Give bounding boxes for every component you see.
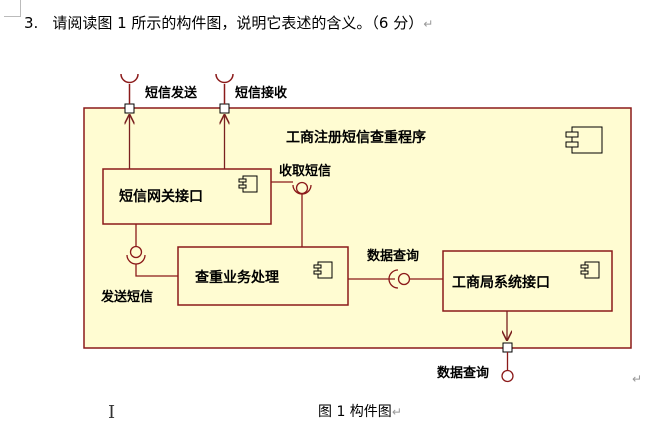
label-send-sms-top: 短信发送 [145, 86, 198, 101]
ball-send-sms [129, 245, 143, 259]
socket-data-query-mid [388, 269, 399, 289]
socket-send-top [120, 73, 139, 84]
figure-caption: 图 1 构件图↵ [318, 401, 402, 421]
ball-data-query-mid [397, 272, 411, 286]
text-cursor: I [108, 402, 116, 423]
return-mark: ↵ [423, 17, 434, 31]
label-fetch-sms: 收取短信 [279, 164, 332, 179]
business-component-icon [313, 261, 333, 279]
label-business-component: 查重业务处理 [195, 270, 279, 286]
caption-return-mark: ↵ [391, 405, 402, 419]
ball-fetch-sms [295, 181, 309, 195]
label-receive-sms-top: 短信接收 [235, 86, 288, 101]
port-send-top [124, 103, 135, 114]
page-corner-marker [4, 0, 21, 17]
label-outer-component: 工商注册短信查重程序 [286, 130, 426, 146]
label-send-sms: 发送短信 [101, 290, 154, 305]
trailing-return-mark: ↵ [632, 372, 643, 386]
question-line: 3. 请阅读图 1 所示的构件图，说明它表述的含义。（6 分）↵ [24, 12, 433, 33]
label-gateway-component: 短信网关接口 [119, 189, 203, 205]
socket-fetch-sms [292, 184, 312, 195]
question-number: 3. [24, 14, 39, 32]
label-data-query-bottom: 数据查询 [437, 366, 490, 381]
gateway-component-icon [238, 175, 258, 193]
bureau-component-box [442, 250, 613, 312]
question-text: 请阅读图 1 所示的构件图，说明它表述的含义。（6 分） [52, 14, 424, 32]
port-receive-top [219, 103, 230, 114]
port-data-query-bottom [502, 342, 513, 353]
bureau-component-icon [580, 261, 600, 279]
figure-caption-text: 图 1 构件图 [318, 404, 392, 420]
outer-component-icon [565, 126, 603, 154]
label-data-query-mid: 数据查询 [367, 249, 420, 264]
label-bureau-component: 工商局系统接口 [452, 275, 550, 291]
socket-receive-top [215, 73, 234, 84]
ball-data-query-bottom [501, 369, 514, 383]
